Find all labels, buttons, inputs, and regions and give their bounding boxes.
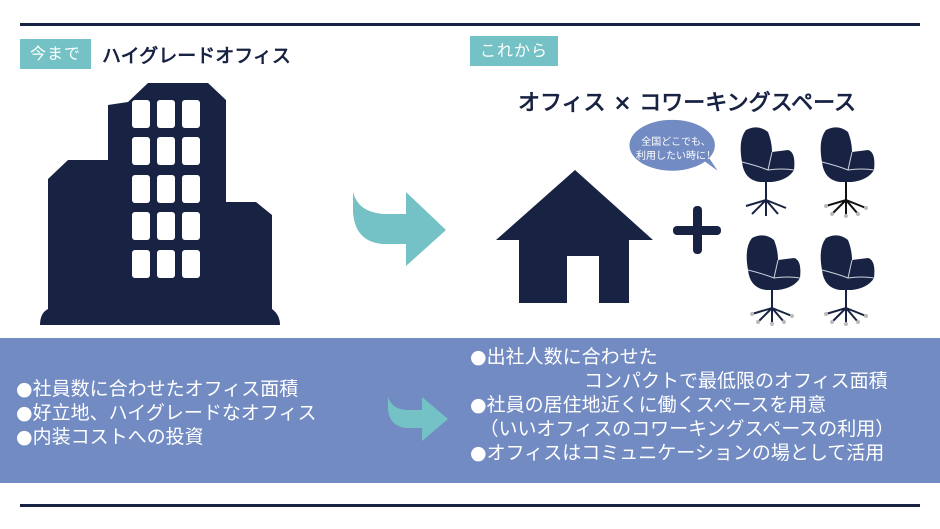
- after-points: ●出社人数に合わせた コンパクトで最低限のオフィス面積 ●社員の居住地近くに働く…: [470, 345, 894, 465]
- before-point: ●好立地、ハイグレードなオフィス: [16, 402, 317, 424]
- office-chair-icon: [820, 127, 875, 218]
- house-icon: [496, 170, 653, 303]
- after-point: （いいオフィスのコワーキングスペースの利用）: [470, 418, 895, 440]
- before-point: ●社員数に合わせたオフィス面積: [16, 378, 299, 400]
- after-tag: これから: [470, 36, 559, 66]
- plus-icon: [673, 206, 721, 254]
- speech-bubble: [629, 119, 718, 171]
- office-chair-icon: [746, 235, 801, 326]
- before-points: ●社員数に合わせたオフィス面積 ●好立地、ハイグレードなオフィス ●内装コストへ…: [16, 377, 316, 449]
- office-chair-icon: [820, 235, 875, 326]
- before-tag: 今まで: [20, 39, 92, 69]
- before-title: ハイグレードオフィス: [102, 45, 291, 67]
- office-building-icon: [40, 75, 280, 325]
- after-point: ●社員の居住地近くに働くスペースを用意: [470, 394, 827, 416]
- bubble-line-1: 全国どこでも、: [641, 137, 711, 148]
- bottom-divider: [20, 504, 920, 507]
- office-chair-icon: [740, 127, 795, 216]
- after-point: コンパクトで最低限のオフィス面積: [470, 370, 888, 392]
- after-title: オフィス × コワーキングスペース: [518, 91, 857, 116]
- curved-arrow-right-icon: [353, 192, 446, 266]
- before-point: ●内装コストへの投資: [16, 426, 204, 448]
- after-point: ●出社人数に合わせた: [470, 346, 658, 368]
- after-point: ●オフィスはコミュニケーションの場として活用: [470, 442, 885, 464]
- bubble-line-2: 利用したい時に！: [636, 151, 716, 162]
- comparison-panel: [0, 338, 940, 483]
- speech-bubble-text: 全国どこでも、 利用したい時に！: [634, 136, 718, 164]
- top-divider: [20, 23, 920, 26]
- curved-arrow-right-icon: [388, 397, 448, 441]
